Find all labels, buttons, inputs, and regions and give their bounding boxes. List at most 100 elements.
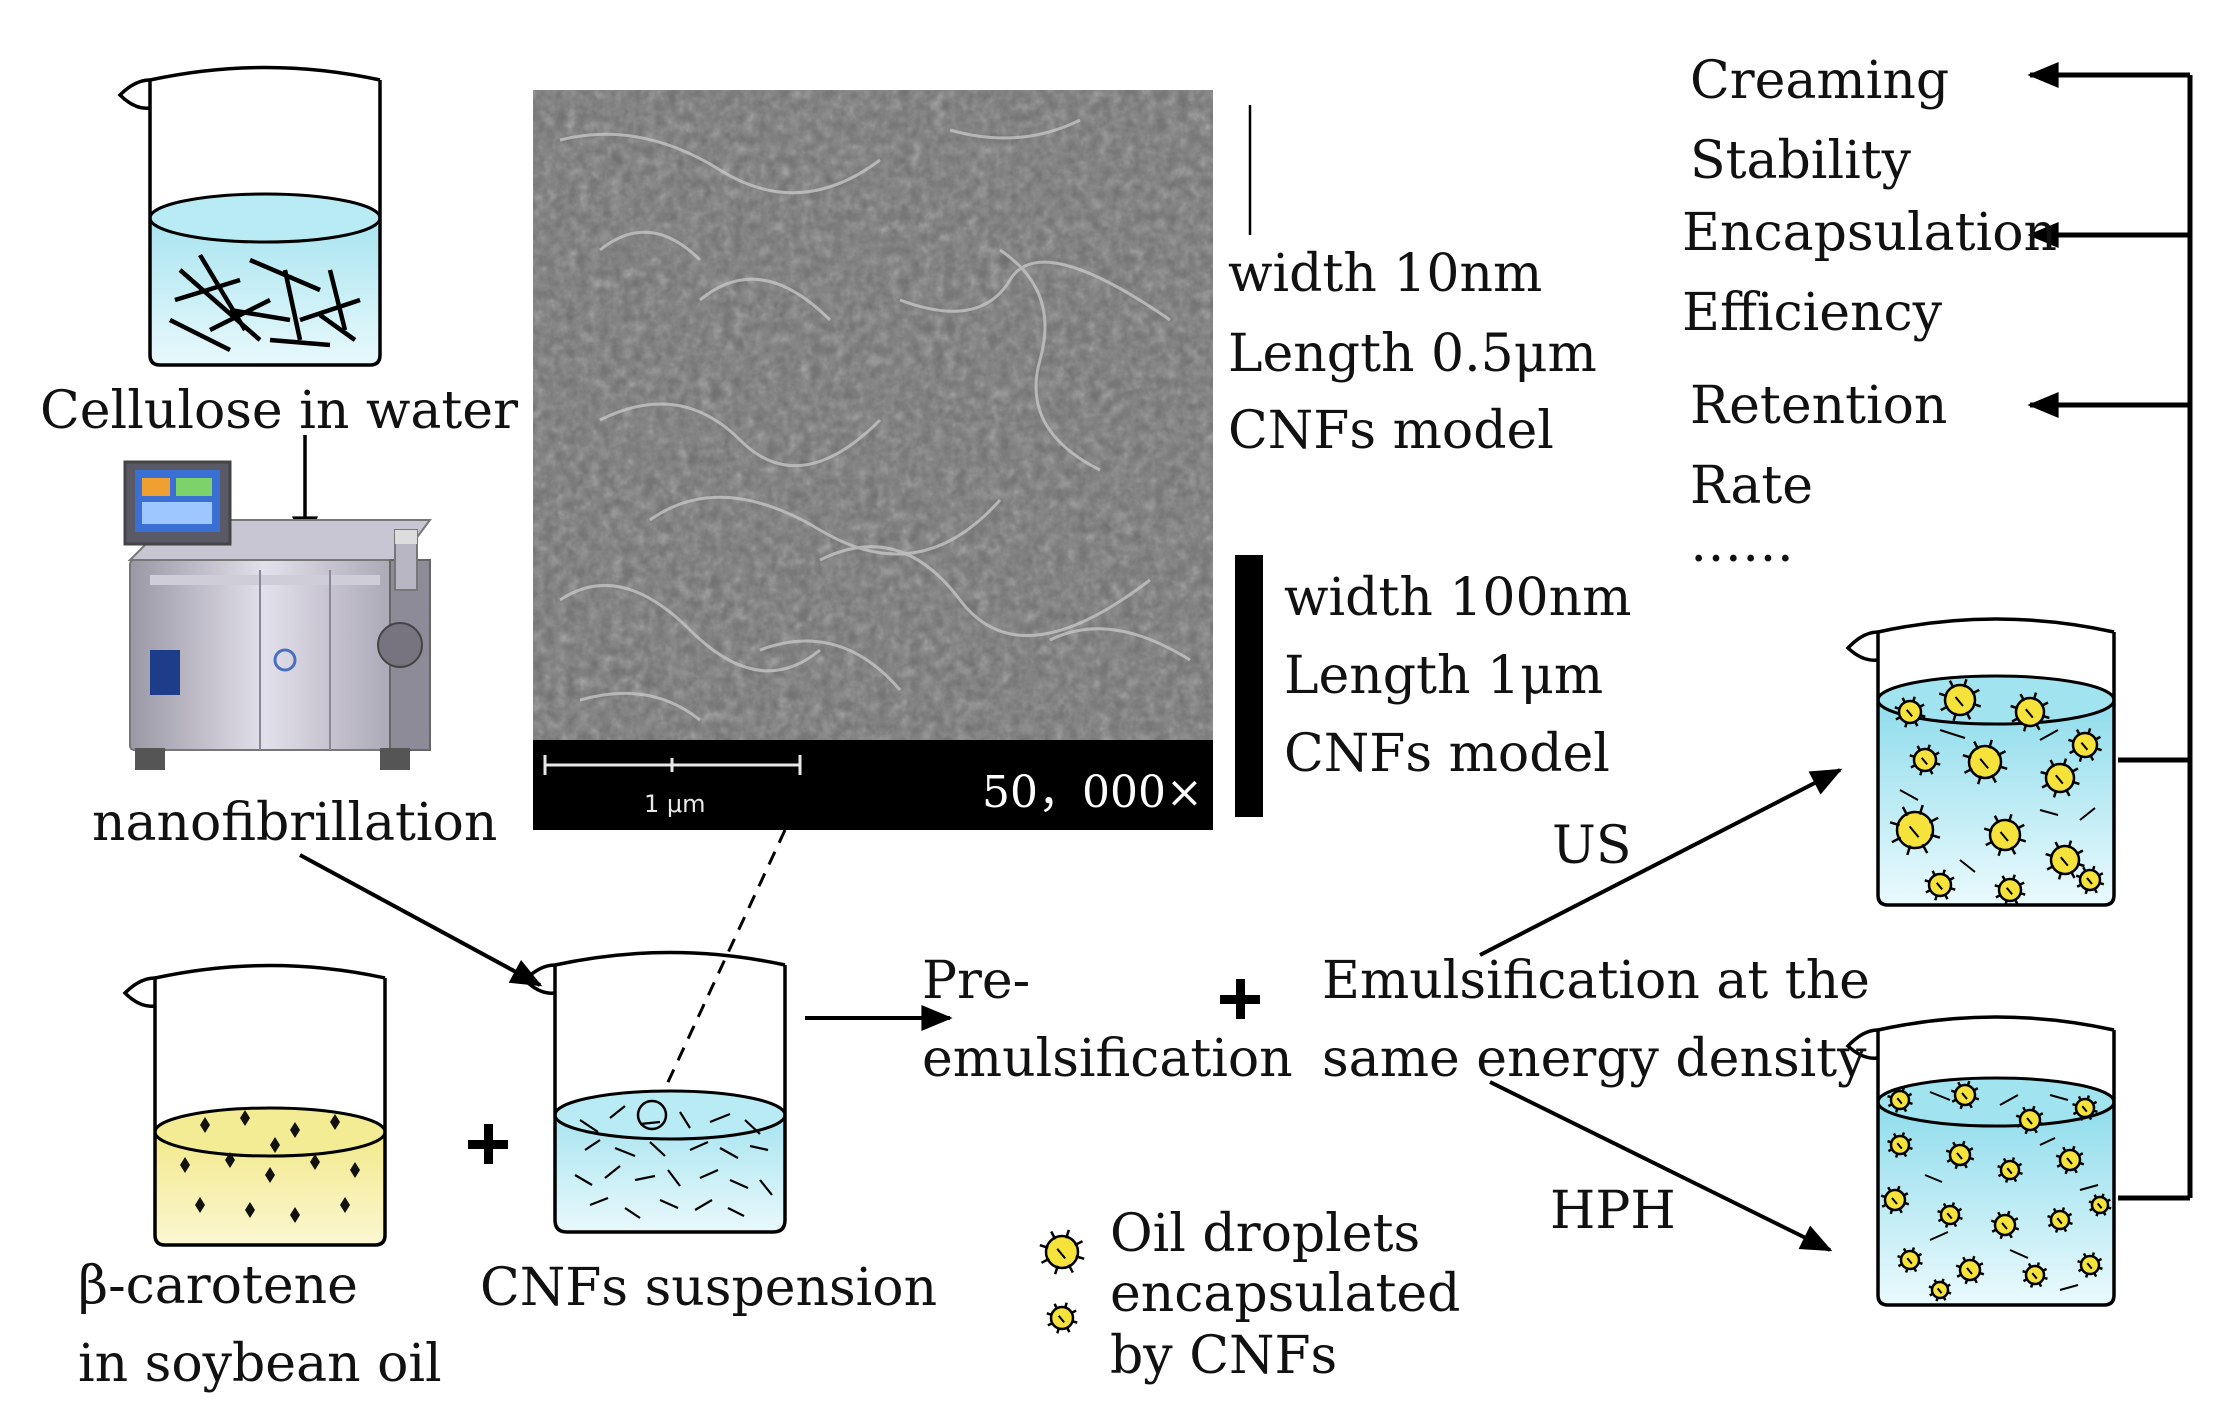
us-label: US	[1552, 816, 1632, 876]
oil-droplet-icon	[2055, 1145, 2085, 1175]
oil-droplet-icon	[2068, 728, 2102, 762]
oil-droplet-icon	[2040, 758, 2080, 798]
oil-droplet-icon	[1950, 1080, 1980, 1110]
arrow-icon	[1479, 768, 1843, 957]
cnfs-suspension-label: CNFs suspension	[480, 1258, 938, 1318]
oil-droplet-icon	[1937, 1202, 1963, 1228]
oil-droplet-icon	[2088, 1193, 2112, 1217]
us-droplets	[1889, 678, 2105, 906]
beaker-us-emulsion	[1845, 617, 2116, 907]
oil-droplet-icon	[1938, 678, 1982, 722]
cnf-fiber	[2079, 807, 2096, 821]
oil-droplet-icon	[1889, 804, 1941, 856]
cellulose-fibers	[168, 253, 361, 353]
cnf-fiber	[2039, 809, 2059, 816]
oil-droplet-icon	[1928, 1278, 1952, 1302]
arrow-icon	[1489, 1080, 1833, 1252]
beta-carotene-label: β-carotene	[78, 1256, 358, 1316]
legend-label-3: by CNFs	[1110, 1326, 1338, 1386]
zoom-connector	[653, 829, 787, 1111]
beaker-hph-emulsion	[1845, 1015, 2116, 1307]
emulsification-label-1: Emulsification at the	[1322, 951, 1870, 1011]
plus-icon	[1220, 979, 1260, 1019]
result-stability: Stability	[1690, 131, 1911, 191]
cnf-fiber	[1999, 1094, 2019, 1106]
oil-droplet-icon	[1046, 1302, 1078, 1334]
nanofibrillation-machine-icon	[123, 460, 432, 770]
sem-image	[533, 90, 1213, 830]
cnf-fiber	[2009, 1249, 2029, 1259]
oil-droplet-icon	[1955, 1255, 1985, 1285]
oil-droplet-icon	[1945, 1140, 1975, 1170]
nanofibrillation-label: nanofibrillation	[92, 793, 498, 853]
thick-model-length: Length 1μm	[1284, 646, 1604, 706]
oil-droplet-icon	[2015, 1105, 2045, 1135]
oil-droplet-icon	[1909, 744, 1941, 776]
cellulose-label: Cellulose in water	[40, 381, 518, 441]
hph-label: HPH	[1550, 1181, 1676, 1241]
thick-cnf-model-bar	[1235, 555, 1263, 817]
beaker-beta-carotene	[122, 963, 387, 1247]
oil-droplet-icon	[2072, 1095, 2098, 1121]
hph-droplets	[1880, 1080, 2112, 1302]
oil-droplet-icon	[2075, 865, 2105, 895]
thin-model-length: Length 0.5μm	[1228, 324, 1597, 384]
oil-droplet-icon	[2045, 840, 2085, 880]
oil-droplet-icon	[1962, 739, 2008, 785]
oil-droplet-icon	[1887, 1087, 1913, 1113]
sem-scale-label: 1 μm	[644, 790, 706, 818]
soybean-oil-label: in soybean oil	[78, 1334, 442, 1394]
beaker-cnfs-suspension	[522, 950, 787, 1234]
result-creaming: Creaming	[1690, 51, 1950, 111]
result-ellipsis: ……	[1690, 514, 1794, 574]
cnf-fiber	[2049, 1094, 2069, 1101]
oil-droplet-icon	[1994, 874, 2026, 906]
cnf-fiber	[1929, 1091, 1951, 1101]
oil-droplet-icon	[1897, 1247, 1923, 1273]
cnf-fiber	[2079, 1184, 2099, 1191]
result-encapsulation: Encapsulation	[1682, 203, 2057, 263]
oil-droplet-icon	[2077, 1252, 2103, 1278]
emulsification-label-2: same energy density	[1322, 1029, 1867, 1089]
result-efficiency: Efficiency	[1682, 283, 1943, 343]
oil-droplet-icon	[1983, 813, 2027, 857]
cnf-fiber	[2039, 1137, 2056, 1146]
oil-droplet-icon	[1894, 696, 1926, 728]
arrow-icon	[299, 853, 543, 987]
cnf-fiber	[1959, 859, 1976, 873]
oil-droplet-icon	[2010, 692, 2050, 732]
cnf-short-fibers	[574, 1105, 773, 1219]
beta-carotene-particles	[180, 1110, 360, 1223]
oil-droplet-icon	[1990, 1210, 2020, 1240]
cnf-fiber	[2059, 1284, 2079, 1291]
thick-model-name: CNFs model	[1284, 724, 1610, 784]
legend-label-2: encapsulated	[1110, 1264, 1461, 1324]
oil-droplet-icon	[1887, 1132, 1913, 1158]
thick-model-width: width 100nm	[1284, 568, 1632, 628]
sem-magnification: 50，000×	[982, 767, 1203, 818]
oil-droplet-icon	[2022, 1262, 2048, 1288]
oil-droplet-icon	[2047, 1207, 2073, 1233]
pre-emulsification-label-2: emulsification	[922, 1029, 1293, 1089]
results-bracket	[2027, 62, 2193, 1201]
oil-droplet-icon	[1039, 1229, 1085, 1275]
cnf-fiber	[1924, 1174, 1943, 1183]
result-rate: Rate	[1690, 456, 1814, 516]
plus-icon	[468, 1124, 508, 1164]
legend-label-1: Oil droplets	[1110, 1204, 1421, 1264]
sem-fibers	[559, 118, 1191, 722]
oil-droplet-icon	[1880, 1185, 1910, 1215]
pre-emulsification-label-1: Pre-	[922, 951, 1031, 1011]
beaker-cellulose	[117, 65, 382, 367]
legend-droplets	[1039, 1229, 1085, 1334]
oil-droplet-icon	[1924, 869, 1956, 901]
thin-model-width: width 10nm	[1228, 244, 1543, 304]
cnf-fiber	[1939, 729, 1966, 739]
cnf-fiber	[1929, 1231, 1949, 1241]
cnf-fiber	[2039, 729, 2059, 741]
thin-model-name: CNFs model	[1228, 401, 1554, 461]
result-retention: Retention	[1690, 376, 1948, 436]
cnf-fiber	[1899, 789, 1919, 801]
